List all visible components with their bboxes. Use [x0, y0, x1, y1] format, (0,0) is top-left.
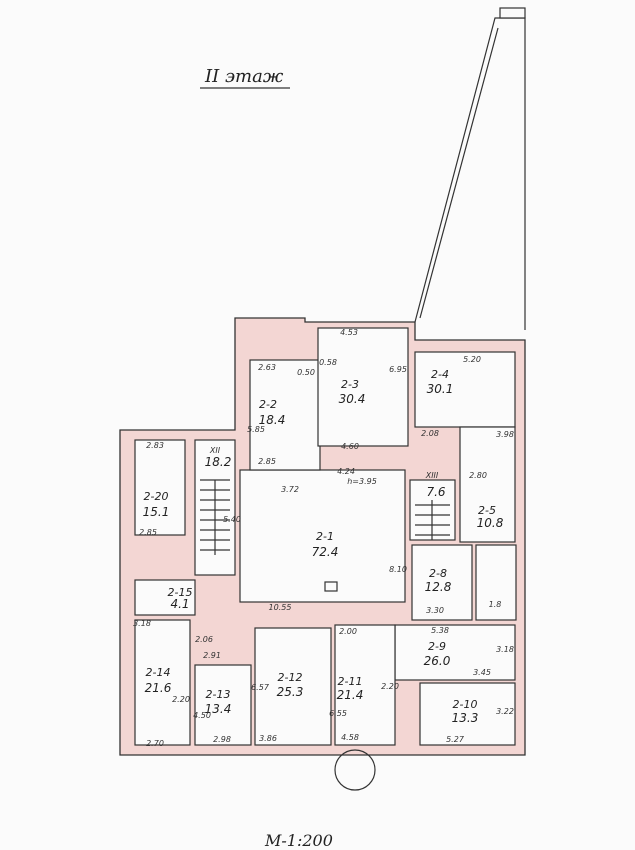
room-2-9	[394, 624, 516, 681]
dimension-label: 2.08	[421, 429, 439, 438]
room-id: 2-9	[428, 640, 446, 653]
room-area: 25.3	[277, 685, 304, 699]
room-area: 10.8	[477, 516, 504, 530]
room-id: 2-10	[453, 698, 478, 711]
dimension-label: 2.83	[146, 441, 164, 450]
room-2-1	[239, 469, 406, 603]
room-id: 2-4	[431, 368, 449, 381]
dimension-label: 2.00	[339, 627, 357, 636]
dimension-label: 3.98	[496, 430, 514, 439]
room-area: 21.6	[145, 681, 172, 695]
dimension-label: h=3.95	[347, 477, 377, 486]
dimension-label: 3.30	[426, 606, 444, 615]
room-2-8	[411, 544, 473, 621]
room-2-20	[134, 439, 186, 536]
room-2-5	[459, 426, 516, 543]
dimension-label: 5.85	[247, 425, 265, 434]
room-2-11	[334, 624, 396, 746]
dimension-label: 6.95	[389, 365, 407, 374]
room-area: 12.8	[425, 580, 452, 594]
dimension-label: 4.53	[340, 328, 358, 337]
room-id: 2-20	[144, 490, 169, 503]
room-2-6	[475, 544, 517, 621]
balcony	[334, 749, 376, 791]
dimension-label: 8.10	[389, 565, 407, 574]
dimension-label: 2.85	[258, 457, 276, 466]
dimension-label: 2.06	[195, 635, 213, 644]
dimension-label: 3.22	[496, 707, 514, 716]
dimension-label: 3.72	[281, 485, 299, 494]
column	[324, 581, 338, 592]
dimension-label: 2.91	[203, 651, 221, 660]
dimension-label: 1.8	[489, 600, 502, 609]
room-id: 2-11	[338, 675, 363, 688]
dimension-label: 2.70	[146, 739, 164, 748]
room-id: XIII	[425, 471, 439, 480]
room-id: XII	[209, 446, 221, 455]
dimension-label: 3.45	[473, 668, 491, 677]
room-area: 21.4	[337, 688, 364, 702]
dimension-label: 3.18	[496, 645, 514, 654]
annex-outline	[414, 17, 526, 330]
dimension-label: 6.57	[251, 683, 270, 692]
dimension-label: 10.55	[269, 603, 292, 612]
dimension-label: 5.40	[223, 515, 241, 524]
annex-top	[499, 7, 526, 19]
room-id: 2-5	[478, 504, 496, 517]
room-area: 30.1	[427, 382, 454, 396]
room-area: 30.4	[339, 392, 366, 406]
annex-inner-line	[419, 27, 499, 319]
room-2-14	[134, 619, 191, 746]
dimension-label: 4.60	[341, 442, 359, 451]
dimension-label: 6.55	[329, 709, 347, 718]
room-2-15	[134, 579, 196, 616]
dimension-label: 3.18	[133, 619, 151, 628]
room-2-4	[414, 351, 516, 428]
dimension-label: 2.63	[258, 363, 276, 372]
room-id: 2-14	[146, 666, 171, 679]
dimension-label: 2.20	[172, 695, 190, 704]
room-2-10	[419, 682, 516, 746]
dimension-label: 5.20	[463, 355, 481, 364]
dimension-label: 2.85	[139, 528, 157, 537]
dimension-label: 2.80	[469, 471, 487, 480]
room-id: 2-13	[206, 688, 231, 701]
dimension-label: 5.27	[446, 735, 465, 744]
dimension-label: 4.58	[341, 733, 359, 742]
room-id: 2-8	[429, 567, 447, 580]
room-area: 18.4	[259, 413, 286, 427]
dimension-label: 2.20	[381, 682, 399, 691]
room-area: 72.4	[312, 545, 339, 559]
room-area: 26.0	[424, 654, 451, 668]
room-area: 13.4	[205, 702, 232, 716]
room-area: 13.3	[452, 711, 479, 725]
room-area: 4.1	[170, 597, 189, 611]
dimension-label: 0.50	[297, 368, 315, 377]
floor-title: II этаж	[204, 66, 284, 87]
dimension-label: 3.86	[259, 734, 277, 743]
dimension-label: 0.58	[319, 358, 337, 367]
room-id: 2-12	[278, 671, 303, 684]
dimension-label: 2.98	[213, 735, 231, 744]
dimension-label: 4.50	[193, 711, 211, 720]
room-area: 18.2	[205, 455, 232, 469]
stair-treads	[200, 479, 450, 555]
room-id: 2-3	[341, 378, 359, 391]
room-id: 2-1	[316, 530, 334, 543]
room-id: 2-2	[259, 398, 277, 411]
dimension-labels: 4.53 2.63 0.50 0.58 5.20 4.60 2.85 3.72 …	[133, 328, 514, 748]
room-2-3	[317, 327, 409, 447]
scale-label: М-1:200	[264, 831, 333, 850]
room-area: 7.6	[426, 485, 445, 499]
room-area: 15.1	[143, 505, 170, 519]
room-id: 2-15	[168, 586, 193, 599]
room-2-12	[254, 627, 332, 746]
room-2-13	[194, 664, 252, 746]
dimension-label: 5.38	[431, 626, 449, 635]
dimension-label: 4.24	[337, 467, 355, 476]
